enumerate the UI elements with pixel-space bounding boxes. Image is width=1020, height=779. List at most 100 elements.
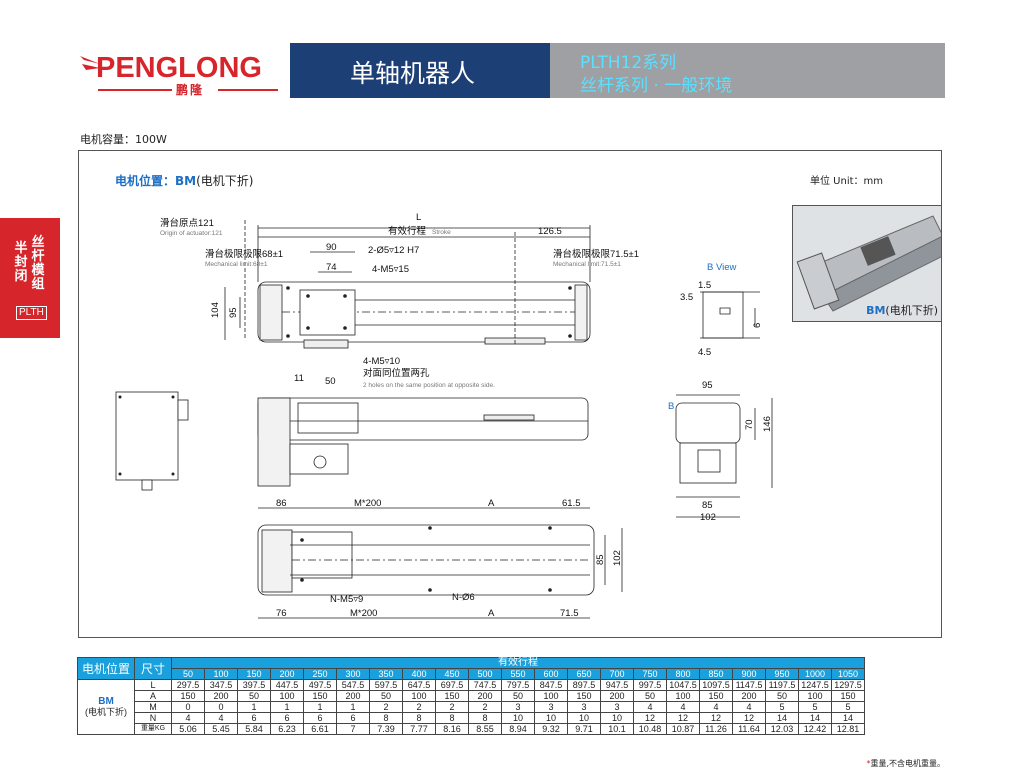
table-cell: 1 (303, 701, 337, 713)
table-cell: 8.55 (468, 723, 502, 735)
dim-61-5: 61.5 (562, 498, 581, 509)
col-header-position: 电机位置 (77, 657, 135, 680)
table-cell: 150 (567, 690, 601, 702)
table-cell: 7.39 (369, 723, 403, 735)
table-cell: 100 (270, 690, 304, 702)
side-tab-col-2: 半封闭 (14, 241, 28, 284)
table-cell: 6 (303, 712, 337, 724)
photo-label-cn: (电机下折) (885, 304, 938, 317)
dim-m200b: M*200 (350, 608, 377, 619)
table-cell: 597.5 (369, 679, 403, 691)
position-label-main: 电机位置：BM (115, 174, 197, 188)
technical-drawing: 滑台原点121 Origin of actuator:121 L 有效行程 St… (115, 212, 773, 619)
table-cell: 12 (732, 712, 766, 724)
stroke-value: 300 (336, 668, 370, 680)
photo-label-main: BM (866, 304, 886, 317)
product-title-bar: 单轴机器人 (290, 43, 550, 98)
dim-126: 126.5 (538, 226, 562, 237)
dim-1-5: 1.5 (698, 280, 711, 291)
table-cell: 8.16 (435, 723, 469, 735)
table-cell: 647.5 (402, 679, 436, 691)
weight-note-text: 重量,不含电机重量。 (870, 759, 945, 768)
stroke-value: 350 (369, 668, 403, 680)
mech-left-en: Mechanical limit:68±1 (205, 261, 268, 268)
table-cell: 997.5 (633, 679, 667, 691)
table-cell: 150 (303, 690, 337, 702)
series-title-bar: PLTH12系列 丝杆系列 · 一般环境 (550, 43, 945, 98)
table-cell: 397.5 (237, 679, 271, 691)
table-cell: 5 (798, 701, 832, 713)
table-cell: 1197.5 (765, 679, 799, 691)
hole-callout-3: 4-M5▿10 (363, 356, 400, 367)
stroke-value: 750 (633, 668, 667, 680)
row-label: A (134, 690, 172, 702)
stroke-value: 1000 (798, 668, 832, 680)
table-cell: 200 (204, 690, 238, 702)
logo-line-left (98, 89, 172, 91)
unit-label: 单位 Unit：mm (810, 176, 884, 187)
table-cell: 50 (501, 690, 535, 702)
stroke-value: 700 (600, 668, 634, 680)
row-label: 重量KG (134, 723, 172, 735)
dim-11: 11 (294, 373, 304, 384)
table-cell: 150 (831, 690, 865, 702)
table-cell: 2 (369, 701, 403, 713)
front-view-body (675, 402, 741, 444)
table-cell: 50 (369, 690, 403, 702)
table-cell: 497.5 (303, 679, 337, 691)
table-cell: 12.81 (831, 723, 865, 735)
table-cell: 7 (336, 723, 370, 735)
table-cell: 14 (798, 712, 832, 724)
table-cell: 8 (402, 712, 436, 724)
side-tab-code: PLTH (16, 306, 47, 320)
table-cell: 12 (666, 712, 700, 724)
table-cell: 2 (435, 701, 469, 713)
top-view-endcap-left (259, 284, 283, 341)
row-label: N (134, 712, 172, 724)
table-cell: 7.77 (402, 723, 436, 735)
table-cell: 797.5 (501, 679, 535, 691)
dim-3-5: 3.5 (680, 292, 693, 303)
table-cell: 1097.5 (699, 679, 733, 691)
table-cell: 100 (534, 690, 568, 702)
logo-text: PENGLONG (96, 52, 262, 84)
table-cell: 3 (567, 701, 601, 713)
table-cell: 200 (732, 690, 766, 702)
table-cell: 150 (435, 690, 469, 702)
table-cell: 100 (402, 690, 436, 702)
col-header-stroke: 有效行程 (171, 657, 865, 669)
dim-m200a: M*200 (354, 498, 381, 509)
table-cell: 547.5 (336, 679, 370, 691)
dim-76: 76 (276, 608, 287, 619)
stroke-value: 450 (435, 668, 469, 680)
table-cell: 3 (501, 701, 535, 713)
stroke-value: 650 (567, 668, 601, 680)
motor-position-label: 电机位置：BM(电机下折) (115, 172, 253, 189)
table-cell: 12 (699, 712, 733, 724)
dim-L: L (416, 212, 421, 223)
table-cell: 10 (567, 712, 601, 724)
table-cell: 1047.5 (666, 679, 700, 691)
col-header-size: 尺寸 (134, 657, 172, 680)
dim-4-5: 4.5 (698, 347, 711, 358)
table-cell: 897.5 (567, 679, 601, 691)
dim-85b: 85 (595, 554, 606, 565)
stroke-value: 500 (468, 668, 502, 680)
dim-74: 74 (326, 262, 337, 273)
table-cell: 5.84 (237, 723, 271, 735)
b-view-label: B View (707, 262, 737, 273)
side-view-motor-bracket (257, 397, 291, 487)
stroke-value: 150 (237, 668, 271, 680)
table-cell: 4 (171, 712, 205, 724)
table-cell: 5 (765, 701, 799, 713)
stroke-value: 100 (204, 668, 238, 680)
table-cell: 14 (831, 712, 865, 724)
table-cell: 200 (468, 690, 502, 702)
table-cell: 697.5 (435, 679, 469, 691)
table-cell: 6.23 (270, 723, 304, 735)
